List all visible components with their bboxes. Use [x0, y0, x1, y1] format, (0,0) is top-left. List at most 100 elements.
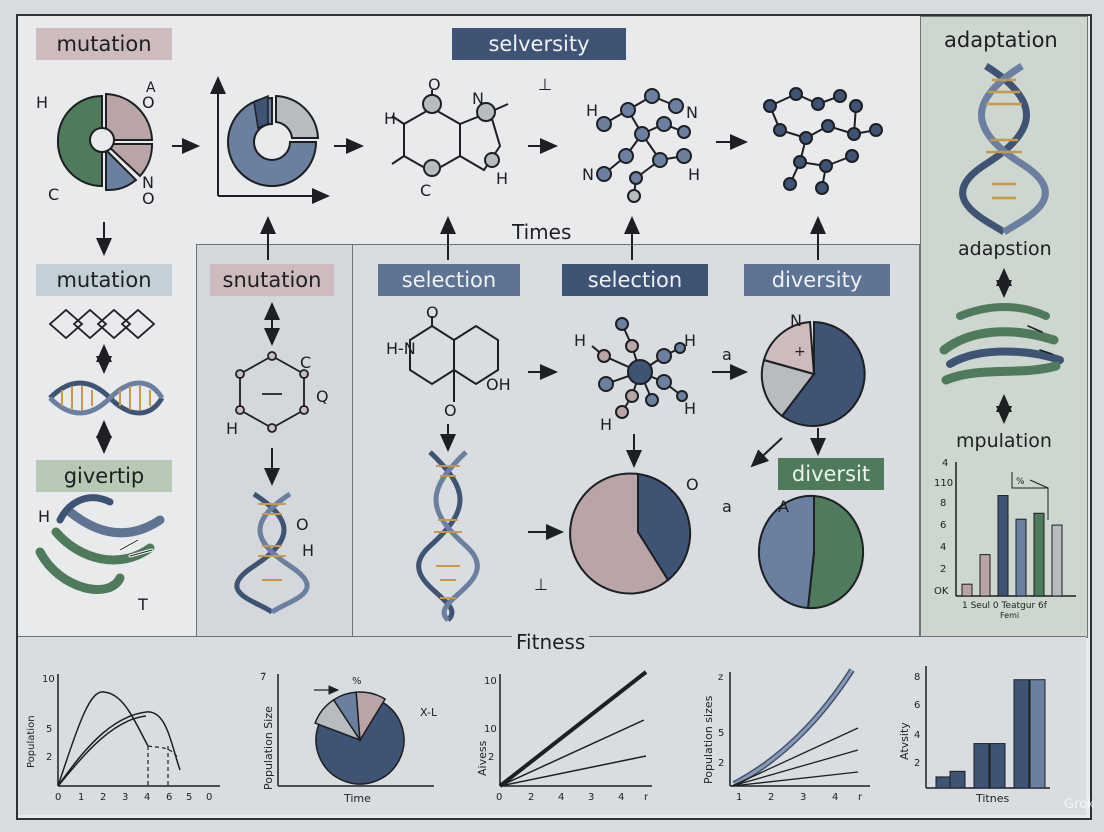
atom-plus: +: [794, 344, 806, 360]
label-mpulation: mpulation: [956, 430, 1052, 452]
chart2-ylabel: Population Size: [262, 706, 275, 790]
chart5-ytick-0: 8: [914, 672, 920, 683]
label-diversity: diversity: [744, 264, 890, 296]
rbar-xlabels: 1 Seul 0 Teatgur 6f: [962, 601, 1048, 611]
chart3-xtick-4: 4: [618, 792, 624, 803]
atom-hn: H-N: [386, 339, 416, 358]
chart3-ytick-0: 10: [484, 676, 497, 687]
bottom-chart-1: [57, 674, 220, 787]
chart5-bar-3: [989, 743, 1006, 789]
chart5-xlabel: Titnes: [975, 792, 1009, 805]
label-givertip: givertip: [36, 460, 172, 492]
chart1-xtick-6: 5: [186, 792, 192, 803]
atom-o6: O: [444, 401, 457, 420]
label-fitness: Fitness: [512, 630, 590, 654]
dna-helix-short: [234, 491, 310, 615]
atom-n4: N: [582, 165, 594, 184]
chart1-xtick-5: 6: [166, 792, 172, 803]
chart1-xtick-4: 4: [144, 792, 150, 803]
chart5-bar-0: [935, 776, 952, 789]
chart1-xtick-3: 3: [122, 792, 128, 803]
label-adaptation: adaptation: [944, 28, 1058, 52]
diamond-chain: [48, 308, 156, 340]
chart4-ytick-2: 2: [718, 758, 724, 769]
chart3-xtick-5: r: [644, 792, 649, 803]
label-mutation-top: mutation: [36, 28, 172, 60]
bottom-chart-2: [277, 674, 434, 787]
chart3-xtick-0: 0: [496, 792, 502, 803]
molecule-cluster: [591, 317, 688, 419]
watermark: Grok: [1064, 797, 1095, 812]
chart4-ylabel: Population sizes: [702, 695, 715, 784]
chart2-xlabel: Time: [343, 792, 371, 805]
chart3-ytick-2: 2: [488, 752, 494, 763]
chart1-xtick-0: 0: [55, 792, 61, 803]
atom-h2: H: [384, 109, 396, 128]
chart4-ytick-0: z: [718, 672, 723, 683]
rbar-ytick-3: 4: [940, 542, 946, 553]
split-pie-mutation: [56, 92, 154, 192]
chart3-ytick-1: 10: [484, 724, 497, 735]
chart1-xtick-1: 1: [78, 792, 84, 803]
label-selection-2: selection: [562, 264, 708, 296]
atom-h8: H: [574, 331, 586, 350]
label-diversit: diversit: [778, 458, 884, 490]
atom-n3: N: [686, 103, 698, 122]
dna-helix-horizontal: [48, 380, 165, 416]
chart4-xtick-4: r: [858, 792, 863, 803]
rbar-bar-2: [997, 495, 1009, 597]
chart5-ylabel: Atvsity: [898, 722, 911, 760]
atom-c2: C: [420, 181, 431, 200]
label-adapstion: adapstion: [958, 238, 1052, 260]
atom-q1: Q: [316, 387, 329, 406]
donut-chart: [210, 76, 330, 204]
atom-h9: H: [684, 331, 696, 350]
symbol-perp-2: ⊥: [534, 575, 548, 594]
rbar-bar-3: [1015, 518, 1027, 597]
molecule-network-2: [763, 87, 883, 195]
chart1-ytick-2: 2: [46, 752, 52, 763]
chart1-xtick-2: 2: [100, 792, 106, 803]
bottom-chart-3: [498, 670, 652, 788]
chart4-ytick-1: 5: [718, 728, 724, 739]
atom-h3: H: [496, 169, 508, 188]
rbar-annotation: %: [1016, 477, 1025, 487]
atom-h6: H: [226, 419, 238, 438]
molecule-bicyclic-2: [409, 316, 499, 402]
symbol-perp-1: ⊥: [538, 75, 552, 94]
chart5-ytick-2: 4: [914, 730, 920, 741]
atom-h10: H: [600, 415, 612, 434]
chart1-ytick-0: 10: [42, 674, 55, 685]
chart2-slice-label-1: X-L: [420, 706, 438, 719]
rbar-bar-4: [1033, 512, 1045, 597]
atom-o2: O: [142, 189, 155, 208]
atom-o3: O: [428, 75, 441, 94]
rbar-ytick-4: 2: [940, 564, 946, 575]
atom-t1: T: [137, 595, 148, 614]
chart4-xtick-0: 1: [736, 792, 742, 803]
label-times: Times: [512, 220, 572, 244]
atom-a3: a: [722, 497, 732, 516]
atom-h5: H: [688, 165, 700, 184]
atom-o7: O: [686, 475, 699, 494]
label-selection-1: selection: [378, 264, 520, 296]
pie-chart-diversit: [757, 494, 865, 610]
rbar-ytick-2: 6: [940, 520, 946, 531]
chart4-xtick-2: 3: [800, 792, 806, 803]
atom-o1: O: [142, 93, 155, 112]
rbar-bar-0: [961, 583, 973, 597]
chart2-slice-label-0: %: [352, 676, 362, 687]
chart2-slice-0: [315, 701, 405, 785]
atom-a4: A: [778, 497, 789, 516]
hexagon-ring: [235, 351, 309, 433]
protein-ribbon-right: [939, 303, 1064, 385]
bar-chart-right: [955, 462, 1076, 597]
label-selversity: selversity: [452, 28, 626, 60]
atom-a1: A: [146, 80, 156, 96]
chart2-ytop: 7̃: [260, 671, 266, 683]
chart4-xtick-1: 2: [768, 792, 774, 803]
pie-chart-center: [569, 472, 692, 595]
label-mutation-left: mutation: [36, 264, 172, 296]
chart5-ytick-3: 2: [914, 758, 920, 769]
